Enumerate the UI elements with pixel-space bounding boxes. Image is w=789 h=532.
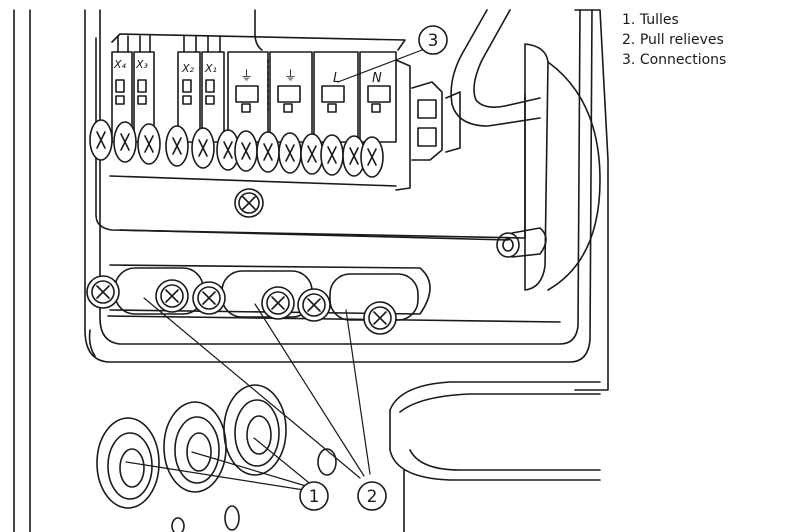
side-bolt xyxy=(496,227,547,258)
plate-screw xyxy=(234,188,264,218)
side-cable xyxy=(450,9,541,127)
terminal-label-x1: X₁ xyxy=(204,62,217,75)
lower-cylinder xyxy=(389,381,601,532)
terminal-label-x3: X₃ xyxy=(135,58,149,71)
terminal-block-x3 xyxy=(133,35,155,143)
terminal-block-pe1 xyxy=(227,51,269,143)
terminal-block-l xyxy=(313,51,359,143)
top-cable xyxy=(254,9,263,51)
terminal-block-pe2 xyxy=(269,51,313,143)
callout-1: 1 xyxy=(299,481,329,511)
housing-frame xyxy=(84,9,593,363)
terminal-label-pe2: ⏚ xyxy=(284,69,297,84)
tulle-3 xyxy=(223,384,287,476)
callout-3-number: 3 xyxy=(428,31,439,51)
legend-text: Tulles xyxy=(639,12,679,28)
housing-left-wall xyxy=(13,9,31,532)
terminal-label-x2: X₂ xyxy=(181,62,195,75)
tulle-2 xyxy=(163,401,227,493)
terminal-plate xyxy=(95,37,526,241)
legend-number: 1 xyxy=(622,12,631,28)
legend-text: Connections xyxy=(639,52,727,68)
right-viewport xyxy=(524,43,601,291)
callout-2: 2 xyxy=(357,481,387,511)
legend-item: 3. Connections xyxy=(622,52,727,68)
pull-relief-screws xyxy=(86,275,397,335)
legend-number: 2 xyxy=(622,32,631,48)
terminal-labels: X₄ X₃ X₂ X₁ ⏚ ⏚ L N xyxy=(113,58,382,86)
terminal-block-x4 xyxy=(111,35,133,143)
terminal-label-n: N xyxy=(372,71,382,86)
callout-2-number: 2 xyxy=(367,487,378,507)
legend-item: 1. Tulles xyxy=(622,12,679,28)
terminal-label-x4: X₄ xyxy=(113,58,127,71)
legend-number: 3 xyxy=(622,52,631,68)
callout-1-number: 1 xyxy=(309,487,320,507)
screw-clamps xyxy=(89,119,384,178)
side-clip xyxy=(411,81,461,161)
callout-3: 3 xyxy=(418,25,448,55)
terminal-label-pe1: ⏚ xyxy=(240,69,253,84)
terminal-label-l: L xyxy=(333,71,340,86)
terminal-block-x2 xyxy=(177,35,201,143)
knockouts xyxy=(171,448,337,532)
legend: 1. Tulles 2. Pull relieves 3. Connection… xyxy=(622,10,726,70)
tulle-1 xyxy=(96,417,160,509)
terminal-block-n xyxy=(359,51,397,143)
wiring-illustration: X₄ X₃ X₂ X₁ ⏚ ⏚ L N xyxy=(13,9,609,532)
right-edge xyxy=(574,9,609,391)
terminal-block-x1 xyxy=(201,35,225,143)
terminal-block-strip xyxy=(109,33,411,191)
legend-text: Pull relieves xyxy=(639,32,724,48)
leader-lines xyxy=(125,49,423,491)
legend-item: 2. Pull relieves xyxy=(622,32,724,48)
